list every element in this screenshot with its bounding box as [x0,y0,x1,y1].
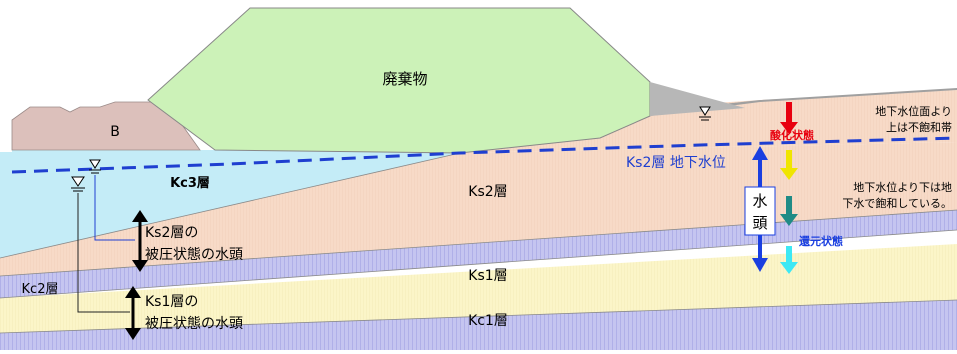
piezometer-line-ks1 [77,193,130,313]
arrow-down-icon [780,150,798,180]
ks1-layer [0,244,957,333]
boundary-line [0,299,957,334]
water-head-label-2: 頭 [752,214,767,232]
surface-strip [650,88,957,116]
arrow-down-icon [780,102,798,134]
water-table-symbol-icon [71,176,85,192]
oxidized-label: 酸化状態 [770,128,814,142]
groundwater-line [11,136,957,174]
kc1-layer [0,300,957,350]
kc1-label: Kc1層 [468,313,508,329]
ks1-head-label-2: 被圧状態の水頭 [145,316,243,332]
water-head-arrow [744,146,776,272]
water-table-symbol-icon [89,159,101,174]
kc2-layer [0,210,957,298]
ks2-label: Ks2層 [468,184,507,200]
boundary-line [0,209,957,277]
dike-b-label: B [110,124,120,140]
water-head-label-1: 水 [752,192,767,210]
note-upper-1: 地下水位面より [875,104,952,118]
ks2-groundwater-label: Ks2層 地下水位 [626,155,726,171]
double-arrow-icon [132,210,148,272]
note-lower-1: 地下水位より下は地 [853,180,952,194]
reduced-label: 還元状態 [799,234,843,248]
water-table-symbol-icon [699,106,711,121]
kc3-label: Kc3層 [170,176,210,191]
note-lower-2: 下水で飽和している。 [842,196,952,210]
ks2-head-label-2: 被圧状態の水頭 [145,247,243,263]
ks1-head-label-1: Ks1層の [145,294,198,310]
ks2-head-label-1: Ks2層の [145,225,198,241]
double-arrow-icon [125,286,141,340]
ks1-label: Ks1層 [468,268,507,284]
note-upper-2: 上は不飽和帯 [886,120,952,134]
arrow-down-icon [780,196,798,226]
piezometer-line-ks2 [94,175,135,241]
boundary-line [0,152,461,259]
kc2-label: Kc2層 [22,282,59,297]
waste-slope-strip [650,82,745,116]
boundary-line [0,229,957,299]
ks2-layer [0,142,957,276]
waste-label: 廃棄物 [382,70,427,88]
arrow-down-icon [780,246,798,274]
